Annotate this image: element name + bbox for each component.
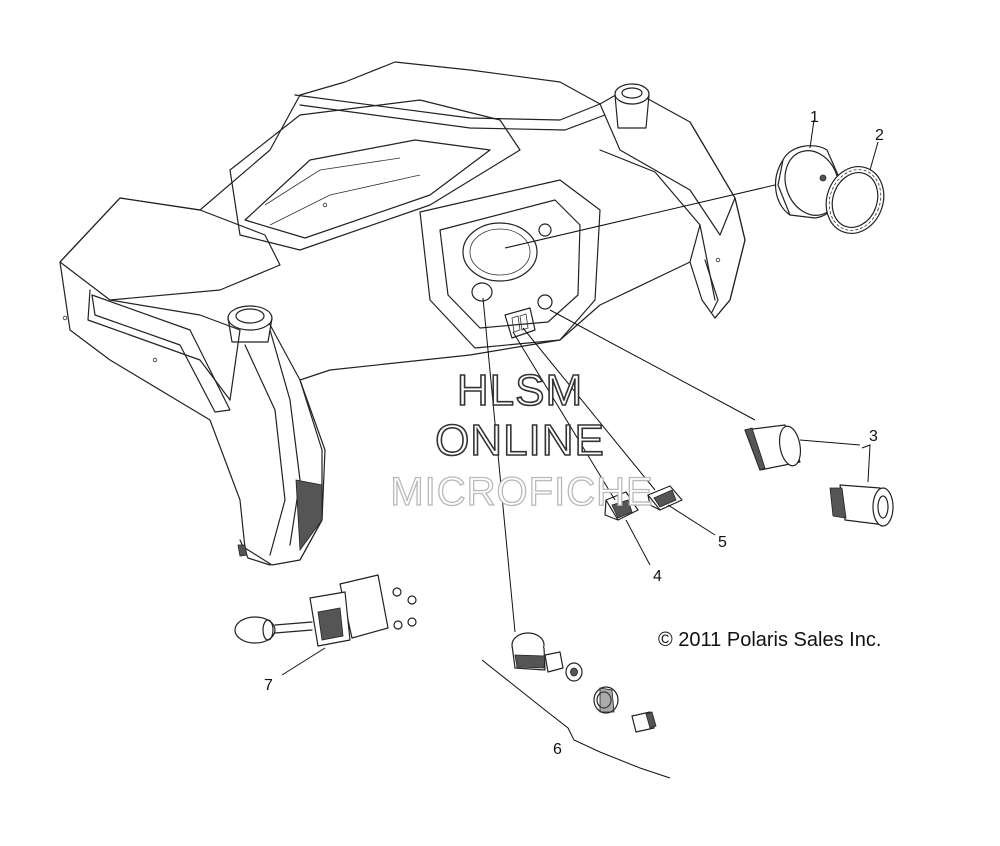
power-outlet-part: [744, 424, 894, 527]
watermark: HLSM ONLINE MICROFICHE: [390, 365, 654, 514]
callout-labels: 1 2 3 4 5 6 7: [264, 109, 884, 758]
leader-lines: [281, 119, 879, 779]
watermark-line-1: HLSM: [457, 366, 583, 415]
callout-5: 5: [718, 534, 727, 551]
callout-4: 4: [653, 568, 662, 585]
ignition-switch-part: [511, 632, 657, 733]
callout-3: 3: [869, 428, 878, 445]
bezel-ring-part: [825, 166, 885, 234]
switch-part: [647, 485, 683, 511]
callout-7: 7: [264, 677, 273, 694]
watermark-line-3: MICROFICHE: [390, 470, 653, 514]
watermark-line-2: ONLINE: [435, 416, 605, 465]
speedometer-part: [775, 145, 841, 219]
copyright-notice: © 2011 Polaris Sales Inc.: [658, 629, 881, 651]
dashboard-panel: [59, 61, 746, 566]
gear-selector-part: [234, 574, 417, 647]
callout-6: 6: [553, 741, 562, 758]
callout-2: 2: [875, 127, 884, 144]
callout-1: 1: [810, 109, 819, 126]
